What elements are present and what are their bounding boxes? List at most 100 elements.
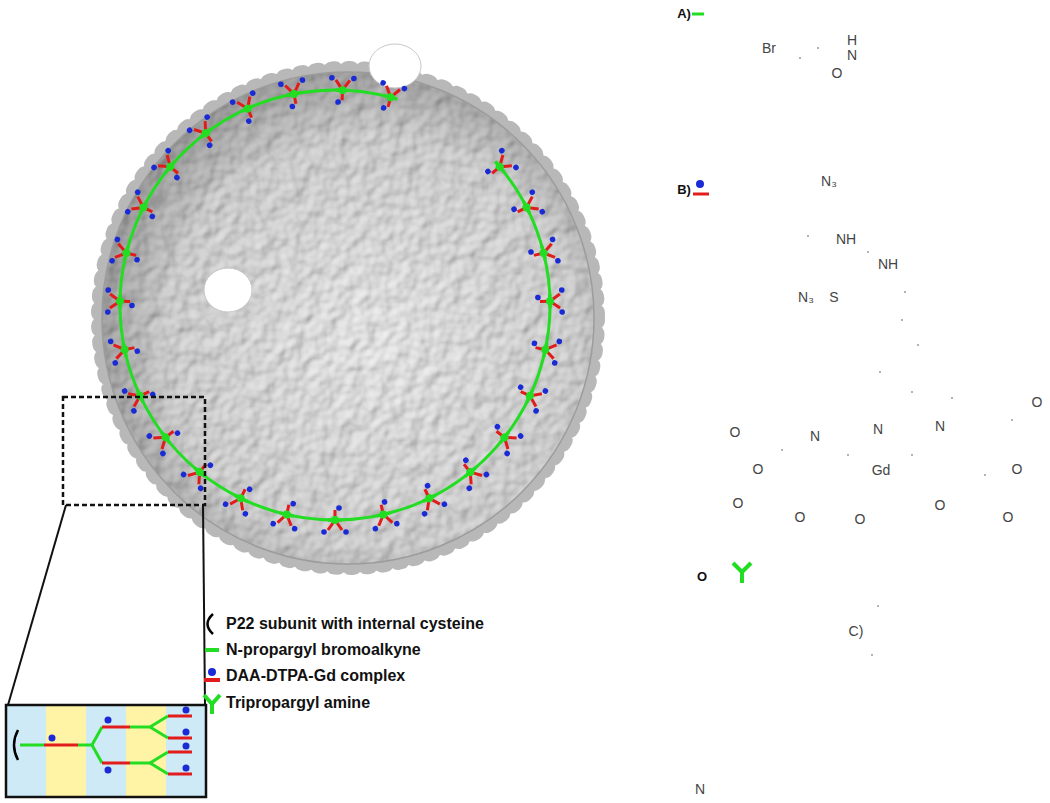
structure-keys-part [696,180,704,188]
inset-schematic-part [183,765,190,772]
inset-schematic-part [49,735,56,742]
atom-label: S [829,290,838,305]
inset-schematic-part [166,705,206,797]
inset-schematic-part [102,726,130,729]
inset-schematic-part [86,705,126,797]
capsid-pore [204,268,252,312]
bond-traces-part [901,319,903,321]
dendrimer-ring-part [124,188,163,226]
structure-keys-part [733,563,751,583]
inset-schematic-part [168,737,192,740]
dendrimer-ring-part [328,75,357,106]
inset-schematic-part [6,705,46,797]
dendrimer-ring-part [180,452,220,492]
capsid-outline [102,72,594,564]
legend-text: P22 subunit with internal cysteine [226,615,484,633]
inset-schematic-part [20,744,44,747]
dendrimer-ring-part [479,147,519,187]
bond-traces-part [911,454,913,456]
amine-sample-part [210,704,214,714]
inset-schematic-part [130,726,150,729]
structure-keys-part-part [742,563,751,572]
inset-schematic-part [6,705,206,797]
bond-traces-part [904,291,906,293]
panel-label: B) [677,183,691,197]
bond-traces [781,47,1013,656]
atom-label: N₃ [798,290,814,305]
dendrimer-ring-part [535,287,565,315]
atom-label: O [733,496,744,511]
atom-label: N [810,429,820,444]
inset-schematic-part [150,716,168,727]
dendrimer-ring-part [410,479,448,518]
inset-schematic-part [126,705,166,797]
atom-label: O [753,462,764,477]
atom-label: N [695,782,705,797]
legend-text: DAA-DTPA-Gd complex [226,667,405,685]
atom-label: O [1032,395,1043,410]
amine-sample-part [212,695,220,704]
dendrimer-ring-part [367,497,401,532]
inset-schematic-part [168,751,192,754]
alkyne-chain [120,90,550,520]
inset-schematic-part [44,744,78,747]
atom-label: O [730,425,741,440]
zoom-callout [8,397,205,705]
inset-schematic [6,705,206,797]
bond-traces-part [917,344,919,346]
dendrimer-ring-part [511,377,549,415]
inset-schematic-part [105,767,112,774]
atom-label: N [935,419,945,434]
dendrimer-ring-part [321,505,349,535]
dendrimer-ring-part [373,79,407,115]
inset-schematic-part [150,752,168,763]
dendrimer-ring [105,75,565,535]
zoom-callout-part [203,505,205,705]
complex-sample [204,678,220,682]
atom-label: NH [878,257,898,272]
inset-schematic-part [183,729,190,736]
atom-label: N [847,48,857,63]
atom-label: O [795,510,806,525]
legend-text: N-propargyl bromoalkyne [226,641,421,659]
bond-traces-part [807,235,809,237]
dendrimer-ring-part [278,77,311,111]
amine-sample [204,695,220,714]
bond-traces-part [799,57,801,59]
dendrimer-ring-part [222,479,260,518]
capsid-rim [100,70,596,566]
bond-traces-part [879,371,881,373]
dendrimer-ring-part [507,188,546,226]
complex-sample [208,668,216,676]
inset-schematic-part [46,705,86,797]
bond-traces-part [867,251,869,253]
atom-label: C) [849,624,864,639]
dendrimer-ring-part [109,236,144,270]
zoom-callout-part [63,397,205,505]
dendrimer-ring-part [450,452,490,492]
atom-label: H [847,33,857,48]
inset-schematic-part [130,762,150,765]
legend-text: Tripropargyl amine [226,694,370,712]
bond-traces-part [781,449,783,451]
bond-traces-part [984,474,986,476]
dendrimer-ring-part [526,236,561,270]
dendrimer-ring-part [229,89,266,127]
dendrimer-ring-part [107,333,142,366]
dendrimer-ring-part [484,417,524,457]
capsid-shell [102,72,594,564]
structure-keys-part [692,13,704,16]
atom-label: O [1003,510,1014,525]
dendrimer-ring-part [105,287,135,315]
structure-keys-part-part [740,572,744,583]
panel-label: A) [677,7,691,21]
dendrimer-ring-part [150,147,190,187]
zoom-callout-part [8,505,66,705]
atom-label: N₃ [821,174,837,189]
structure-keys-part [693,193,709,196]
bond-traces-part [847,454,849,456]
atom-label: NH [836,232,856,247]
dendrimer-ring-part [186,113,226,153]
bond-traces-part [911,391,913,393]
